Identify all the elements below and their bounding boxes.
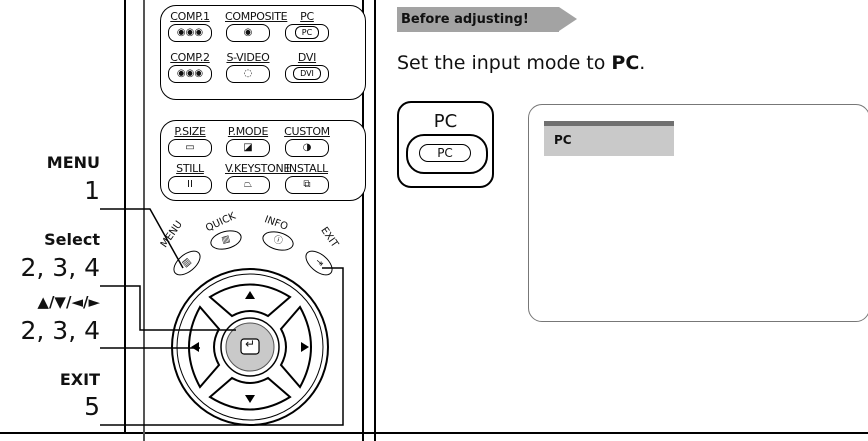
pc-illustration-key: PC — [406, 134, 488, 174]
comp1-button[interactable]: COMP.1◉◉◉ — [167, 11, 213, 42]
dvi-key-glyph: DVI — [293, 67, 321, 80]
exit-step: 5 — [84, 392, 100, 421]
menu-step: 1 — [84, 176, 100, 205]
select-step: 2, 3, 4 — [20, 253, 100, 282]
left-border-rule — [124, 0, 126, 432]
remote-body-edge — [143, 0, 145, 441]
psize-button[interactable]: P.SIZE▭ — [167, 126, 213, 157]
divider-rule — [374, 0, 376, 441]
remote-right-rule — [362, 0, 364, 441]
input-button-group — [160, 5, 366, 100]
exit-label: EXIT — [59, 370, 100, 389]
select-label: Select — [44, 230, 100, 249]
up-arrow-button[interactable] — [208, 283, 292, 318]
arrows-label: ▲/▼/◄/► — [37, 293, 100, 311]
menu-label: MENU — [46, 153, 100, 172]
pc-button-illustration: PC PC — [397, 101, 494, 188]
down-arrow-button[interactable] — [208, 376, 292, 411]
enter-button[interactable] — [220, 317, 280, 377]
callout-lines — [100, 208, 344, 426]
before-adjusting-banner: Before adjusting! — [397, 7, 577, 32]
osd-input-tab: PC — [544, 121, 674, 156]
right-arrow-button[interactable] — [279, 305, 312, 389]
enter-icon: ↵ — [244, 337, 256, 351]
svideo-button[interactable]: S-VIDEO◌ — [225, 52, 271, 83]
comp2-button[interactable]: COMP.2◉◉◉ — [167, 52, 213, 83]
pc-illustration-glyph: PC — [419, 144, 471, 162]
instruction-text: Set the input mode to PC. — [397, 52, 646, 74]
arrows-step: 2, 3, 4 — [20, 316, 100, 345]
custom-button[interactable]: CUSTOM◑ — [284, 126, 330, 157]
install-button[interactable]: INSTALL⧉ — [284, 163, 330, 194]
osd-screen-illustration: PC — [528, 104, 868, 322]
left-arrow-button[interactable] — [188, 305, 221, 389]
pc-key-glyph: PC — [294, 26, 320, 39]
pc-illustration-caption: PC — [433, 111, 458, 132]
bottom-rule — [0, 432, 868, 434]
direction-pad — [171, 268, 329, 426]
pmode-button[interactable]: P.MODE◪ — [225, 126, 271, 157]
